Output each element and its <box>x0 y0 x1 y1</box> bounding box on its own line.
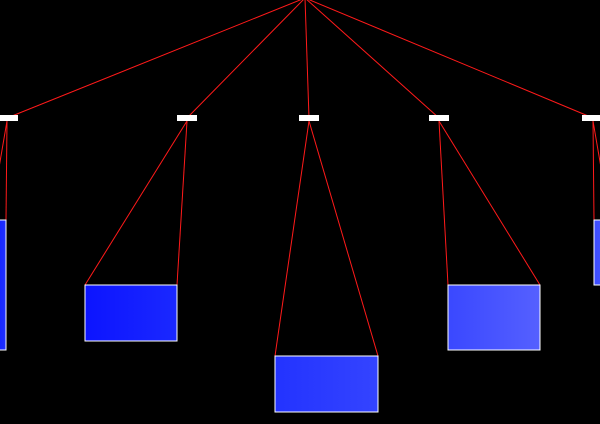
apex-line-5 <box>308 0 594 119</box>
panel-line-right-3 <box>308 120 379 357</box>
panel-line-right-1 <box>5 120 8 221</box>
connection-lines <box>0 0 600 357</box>
apex-line-4 <box>306 0 440 119</box>
apex-line-2 <box>186 0 304 119</box>
apex-line-3 <box>304 0 310 119</box>
panel-line-right-2 <box>176 120 188 286</box>
connector-node-5 <box>582 115 600 121</box>
panel-3 <box>274 355 379 413</box>
connector-node-4 <box>429 115 449 121</box>
panel-line-left-1 <box>0 120 8 165</box>
connector-node-2 <box>177 115 197 121</box>
panel-1 <box>0 219 7 351</box>
panel-line-right-5 <box>592 120 600 165</box>
panel-5 <box>593 219 600 286</box>
connectors-layer <box>0 115 600 121</box>
panel-4 <box>447 284 541 351</box>
panel-line-left-3 <box>274 120 310 357</box>
panel-2 <box>84 284 178 342</box>
panel-line-left-4 <box>438 120 449 286</box>
connector-node-1 <box>0 115 18 121</box>
connector-node-3 <box>299 115 319 121</box>
panels-layer <box>0 219 600 413</box>
apex-line-1 <box>6 0 302 119</box>
panel-line-left-2 <box>84 120 188 286</box>
panel-line-right-4 <box>438 120 541 286</box>
panel-line-left-5 <box>592 120 595 221</box>
